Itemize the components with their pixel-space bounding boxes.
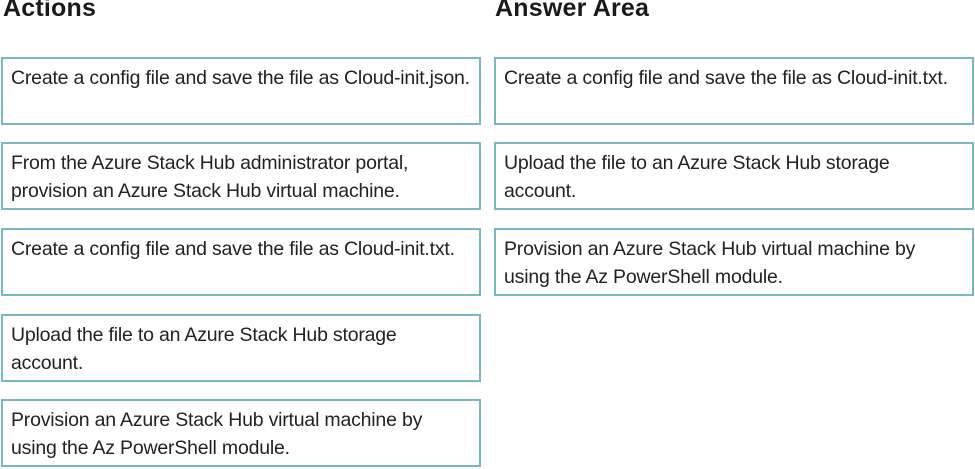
answer-item-label: Create a config file and save the file a… [504,67,948,89]
action-item-label: Create a config file and save the file a… [11,67,470,89]
action-item-powershell-provision-vm[interactable]: Provision an Azure Stack Hub virtual mac… [1,399,481,467]
answer-area-heading: Answer Area [495,0,650,22]
action-item-create-config-json[interactable]: Create a config file and save the file a… [1,57,481,125]
action-item-label: Create a config file and save the file a… [11,238,455,260]
action-item-label: From the Azure Stack Hub administrator p… [11,152,409,202]
action-item-portal-provision-vm[interactable]: From the Azure Stack Hub administrator p… [1,142,481,210]
actions-heading: Actions [3,0,97,22]
answer-item-powershell-provision-vm[interactable]: Provision an Azure Stack Hub virtual mac… [494,228,974,296]
action-item-label: Upload the file to an Azure Stack Hub st… [11,324,397,374]
action-item-create-config-txt[interactable]: Create a config file and save the file a… [1,228,481,296]
answer-item-label: Provision an Azure Stack Hub virtual mac… [504,238,916,288]
answer-item-label: Upload the file to an Azure Stack Hub st… [504,152,890,202]
action-item-upload-storage[interactable]: Upload the file to an Azure Stack Hub st… [1,314,481,382]
answer-item-create-config-txt[interactable]: Create a config file and save the file a… [494,57,974,125]
action-item-label: Provision an Azure Stack Hub virtual mac… [11,409,423,459]
answer-item-upload-storage[interactable]: Upload the file to an Azure Stack Hub st… [494,142,974,210]
